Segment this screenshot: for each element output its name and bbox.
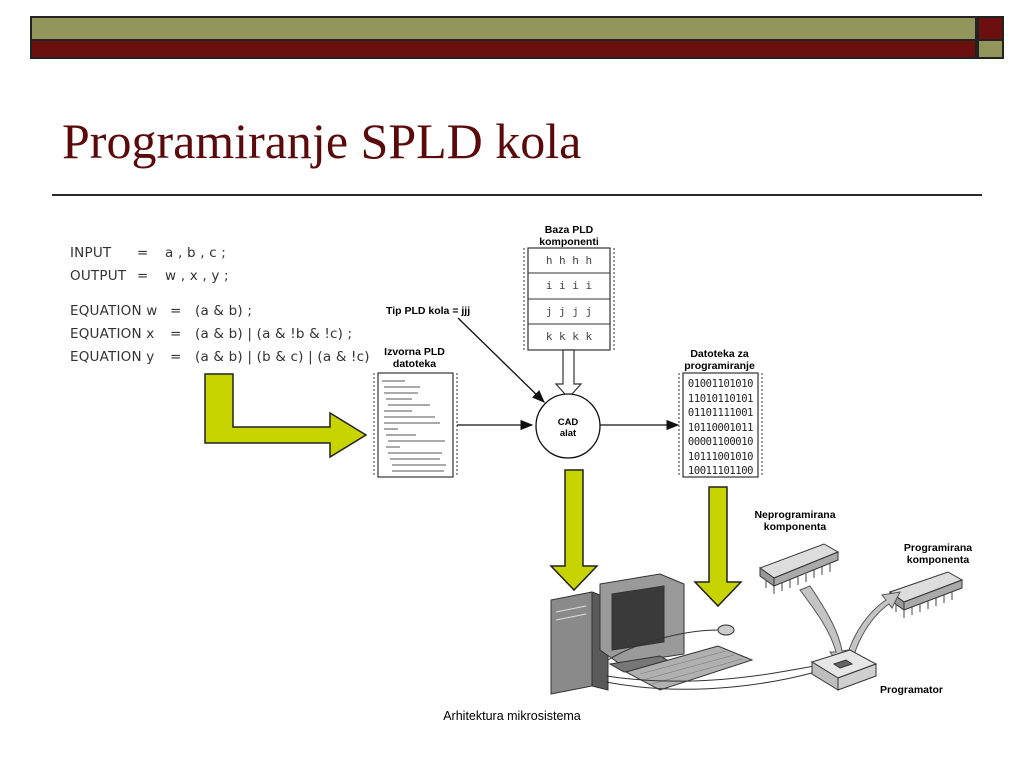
db-to-cad-arrow <box>554 349 583 399</box>
equation-keyword: EQUATION w <box>70 303 158 319</box>
l-arrow <box>204 373 368 459</box>
equation-keyword: EQUATION x <box>70 326 155 342</box>
header-square-maroon <box>977 16 1004 41</box>
binary-row: 00001100010 <box>687 436 754 448</box>
header-square-olive <box>977 41 1004 59</box>
database-row: h h h h <box>545 254 593 267</box>
programming-file-label: Datoteka za programiranje <box>684 348 755 372</box>
equation-rhs: (a & b) | (b & c) | (a & !c) <box>195 349 370 365</box>
equation-rhs: (a & b) ; <box>195 303 253 319</box>
slide-footer: Arhitektura mikrosistema <box>443 709 581 723</box>
database-row: i i i i <box>545 279 593 292</box>
equation-keyword: OUTPUT <box>70 268 127 284</box>
programming-file-document <box>678 372 763 478</box>
programmed-component-label: Programirana komponenta <box>903 542 973 566</box>
pld-type-label: Tip PLD kola = jjj <box>386 305 471 317</box>
programmed-chip <box>888 571 964 618</box>
programmer-to-chip-arrow <box>845 591 901 663</box>
binary-row: 01101111001 <box>687 407 754 419</box>
equation-equals: = <box>170 326 182 342</box>
equation-rhs: w , x , y ; <box>165 268 229 284</box>
equation-rhs: a , b , c ; <box>165 245 227 261</box>
source-file-label: Izvorna PLD datoteka <box>384 346 445 370</box>
type-to-cad-line <box>457 317 545 403</box>
database-label: Baza PLD komponenti <box>539 224 599 248</box>
binary-row: 01001101010 <box>687 378 754 390</box>
header-bar-olive <box>30 16 977 41</box>
unprogrammed-component-label: Neprogramirana komponenta <box>754 509 836 533</box>
database-stack <box>523 247 615 351</box>
cad-label: CAD alat <box>557 417 579 439</box>
file-down-arrow <box>693 486 743 608</box>
equation-equals: = <box>170 349 182 365</box>
title-divider <box>52 194 982 196</box>
unprogrammed-chip <box>758 543 840 594</box>
cad-down-arrow <box>549 469 599 592</box>
equation-rhs: (a & b) | (a & !b & !c) ; <box>195 326 353 342</box>
header-bar-maroon <box>30 41 977 59</box>
equation-equals: = <box>137 268 149 284</box>
binary-row: 10110001011 <box>687 421 754 434</box>
slide-title: Programiranje SPLD kola <box>62 113 582 169</box>
equation-equals: = <box>170 303 182 319</box>
binary-row: 11010110101 <box>687 392 754 405</box>
equation-keyword: EQUATION y <box>70 349 155 365</box>
equation-equals: = <box>137 245 149 261</box>
database-row: k k k k <box>545 330 593 343</box>
source-file-document <box>373 372 458 478</box>
computer-illustration <box>550 573 823 695</box>
programmer-label: Programator <box>880 684 944 696</box>
binary-row: 10011101100 <box>687 465 754 477</box>
binary-row: 10111001010 <box>687 450 754 463</box>
programmer-device <box>810 649 878 691</box>
database-rows: h h h h i i i i j j j j k k k k <box>528 248 610 350</box>
database-row: j j j j <box>545 305 593 318</box>
binary-data: 01001101010 11010110101 01101111001 1011… <box>683 377 758 479</box>
equation-keyword: INPUT <box>70 245 112 261</box>
cad-circle <box>535 393 601 459</box>
